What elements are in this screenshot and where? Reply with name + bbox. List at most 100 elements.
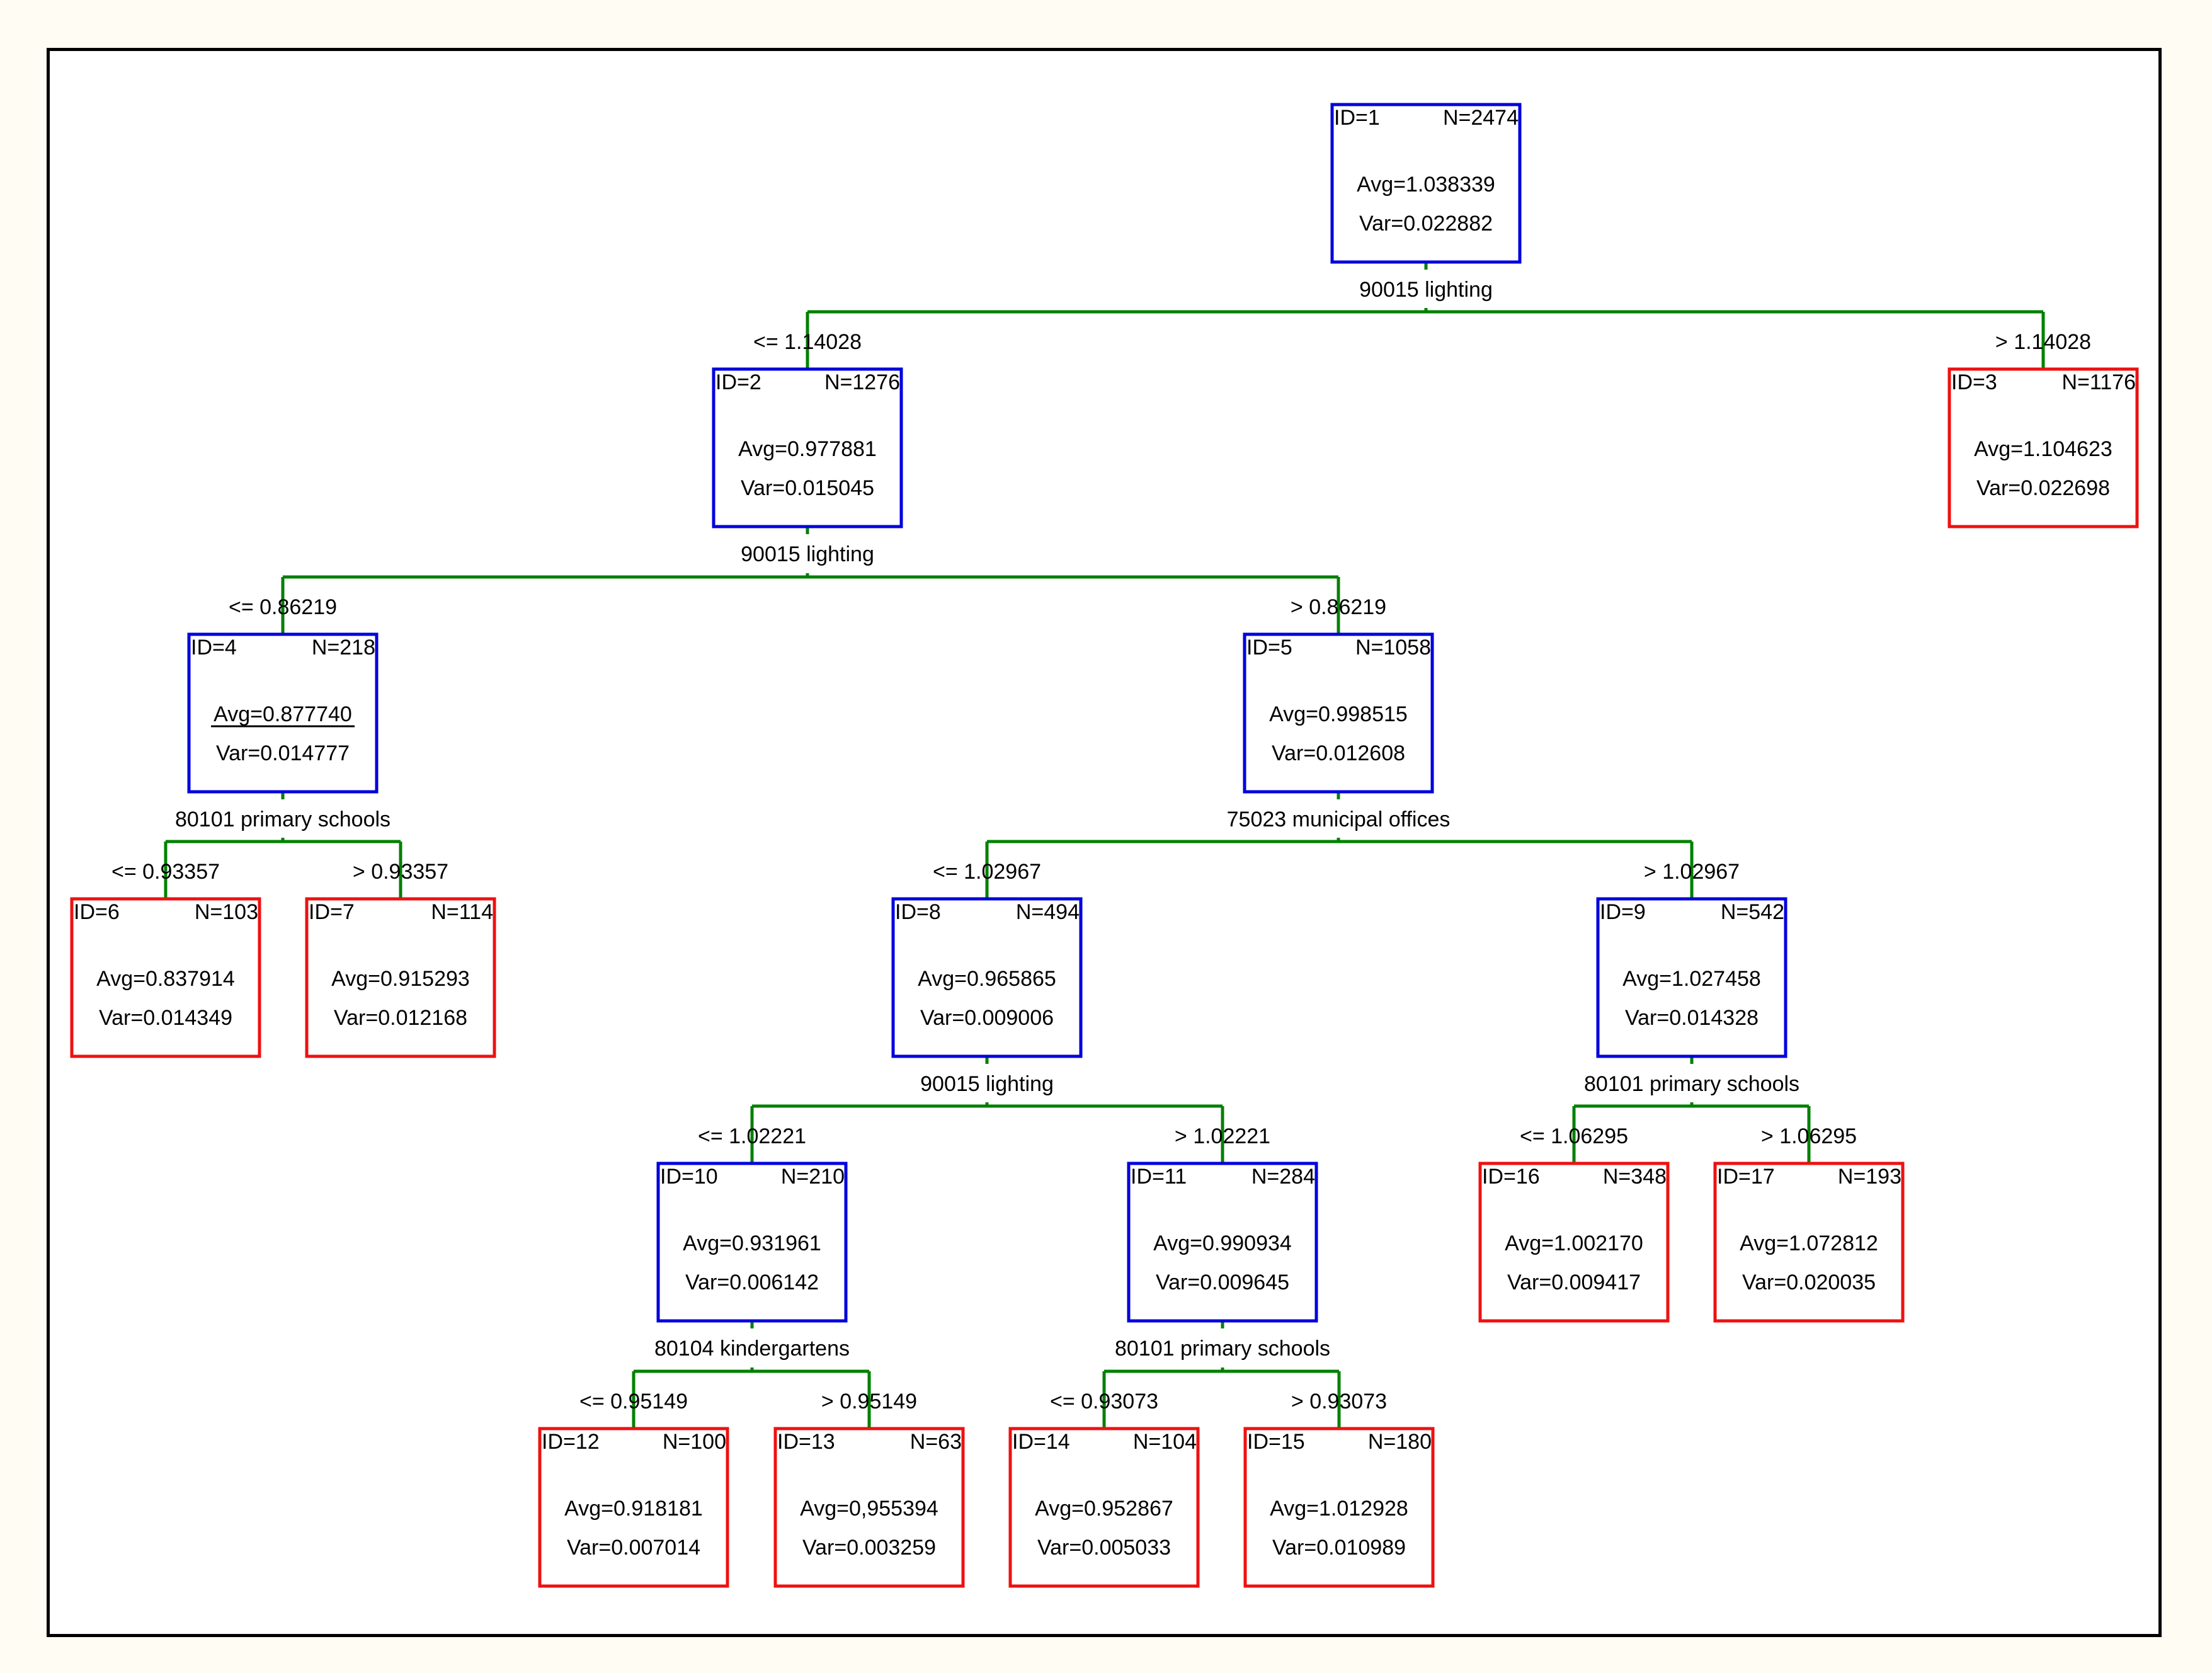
node-variance-label: Var=0.009006: [920, 1006, 1054, 1030]
split-variable-label: 80101 primary schools: [1584, 1072, 1799, 1096]
node-id-label: ID=9: [1600, 900, 1646, 924]
split-connector: 90015 lighting: [281, 527, 1340, 634]
node-average-label: Avg=1.027458: [1622, 967, 1761, 991]
node-id-label: ID=14: [1012, 1430, 1070, 1454]
node-count-label: N=1276: [824, 370, 900, 394]
split-connector: 90015 lighting: [806, 262, 2045, 369]
node-count-label: N=2474: [1443, 106, 1519, 130]
split-condition-label: <= 0.95149: [579, 1390, 688, 1413]
node-average-label: Avg=1.012928: [1270, 1497, 1408, 1521]
node-box: [1243, 1427, 1435, 1588]
node-count-label: N=193: [1838, 1165, 1901, 1189]
split-condition-label: <= 0.93357: [111, 860, 220, 884]
split-condition-label: > 0.86219: [1291, 595, 1386, 619]
node-average-label: Avg=0.915293: [331, 967, 470, 991]
split-condition-label: > 1.14028: [1995, 330, 2091, 354]
node-box: [1596, 897, 1787, 1058]
node-box: [1713, 1162, 1905, 1323]
node-id-label: ID=12: [542, 1430, 600, 1454]
split-condition-label: > 1.06295: [1761, 1124, 1857, 1148]
node-average-label: Avg=0,955394: [800, 1497, 938, 1521]
split-condition-label: <= 1.06295: [1520, 1124, 1628, 1148]
node-box: [1008, 1427, 1200, 1588]
node-box: [305, 897, 496, 1058]
node-average-label: Avg=0.977881: [738, 437, 877, 461]
node-id-label: ID=6: [74, 900, 120, 924]
node-box: [70, 897, 261, 1058]
node-count-label: N=348: [1603, 1165, 1667, 1189]
split-condition-label: > 0.93073: [1291, 1390, 1387, 1413]
split-condition-label: > 0.95149: [821, 1390, 917, 1413]
split-connector: 80101 primary schools: [1572, 1056, 1811, 1163]
node-variance-label: Var=0.012168: [334, 1006, 467, 1030]
node-id-label: ID=4: [191, 636, 237, 659]
node-box: [773, 1427, 965, 1588]
node-average-label: Avg=1.038339: [1357, 173, 1495, 197]
node-box: [1947, 367, 2139, 528]
split-variable-label: 75023 municipal offices: [1227, 808, 1451, 831]
node-variance-label: Var=0.006142: [685, 1270, 819, 1294]
node-count-label: N=1058: [1355, 636, 1431, 659]
split-connector: 80101 primary schools: [1102, 1321, 1341, 1429]
node-count-label: N=494: [1016, 900, 1080, 924]
node-average-label: Avg=1.072812: [1740, 1231, 1878, 1255]
split-variable-label: 90015 lighting: [920, 1072, 1054, 1096]
split-condition-label: > 0.93357: [353, 860, 448, 884]
node-variance-label: Var=0.009417: [1507, 1270, 1641, 1294]
node-count-label: N=542: [1721, 900, 1784, 924]
node-count-label: N=100: [663, 1430, 726, 1454]
node-id-label: ID=11: [1131, 1165, 1187, 1189]
regression-tree: 90015 lighting 90015 lighting 80101 primar…: [70, 103, 2139, 1588]
node-box: [712, 367, 903, 528]
node-box: [656, 1162, 848, 1323]
split-condition-label: > 1.02967: [1644, 860, 1740, 884]
node-average-label: Avg=1.002170: [1505, 1231, 1643, 1255]
node-id-label: ID=3: [1951, 370, 1997, 394]
node-average-label: Avg=1.104623: [1974, 437, 2112, 461]
split-variable-label: 90015 lighting: [741, 542, 874, 566]
node-id-label: ID=16: [1482, 1165, 1540, 1189]
split-condition-label: <= 0.93073: [1050, 1390, 1158, 1413]
node-variance-label: Var=0.020035: [1742, 1270, 1876, 1294]
node-variance-label: Var=0.014328: [1625, 1006, 1759, 1030]
node-variance-label: Var=0.005033: [1037, 1536, 1171, 1560]
node-id-label: ID=2: [715, 370, 761, 394]
node-id-label: ID=15: [1247, 1430, 1305, 1454]
split-variable-label: 80101 primary schools: [175, 808, 391, 831]
split-condition-label: <= 1.02221: [698, 1124, 806, 1148]
node-id-label: ID=13: [777, 1430, 835, 1454]
node-box: [1127, 1162, 1318, 1323]
node-variance-label: Var=0.012608: [1272, 741, 1405, 765]
node-id-label: ID=8: [895, 900, 941, 924]
node-box: [187, 632, 379, 794]
split-condition-label: <= 1.02967: [933, 860, 1041, 884]
node-id-label: ID=1: [1334, 106, 1380, 130]
node-variance-label: Var=0.014777: [216, 741, 350, 765]
node-variance-label: Var=0.003259: [802, 1536, 936, 1560]
node-variance-label: Var=0.007014: [567, 1536, 700, 1560]
node-variance-label: Var=0.022882: [1359, 212, 1493, 236]
node-average-label: Avg=0.952867: [1035, 1497, 1173, 1521]
node-average-label: Avg=0.990934: [1153, 1231, 1292, 1255]
node-count-label: N=63: [910, 1430, 962, 1454]
node-count-label: N=114: [431, 900, 493, 924]
split-condition-label: <= 1.14028: [753, 330, 862, 354]
node-box: [1243, 632, 1434, 794]
node-count-label: N=1176: [2061, 370, 2136, 394]
split-connector: 75023 municipal offices: [985, 792, 1694, 899]
node-average-label: Avg=0.837914: [96, 967, 235, 991]
node-count-label: N=103: [195, 900, 258, 924]
node-variance-label: Var=0.022698: [1976, 476, 2110, 500]
node-variance-label: Var=0.010989: [1272, 1536, 1406, 1560]
node-count-label: N=104: [1133, 1430, 1197, 1454]
